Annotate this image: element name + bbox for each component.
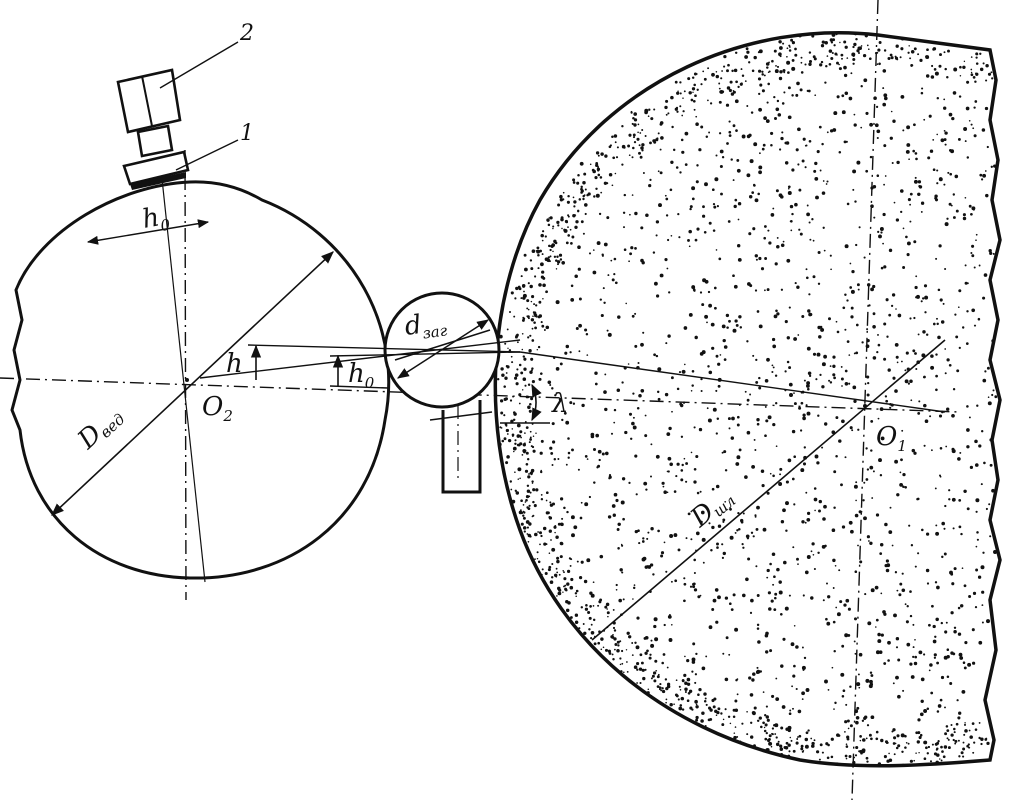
label-d-ved: Dвед bbox=[72, 400, 129, 456]
device-1-tip bbox=[122, 150, 190, 186]
diameter-lines bbox=[51, 251, 946, 641]
label-h0-top: h0 bbox=[140, 201, 172, 238]
work-rest-blade bbox=[429, 400, 493, 494]
leader-1 bbox=[175, 139, 239, 171]
device-2-body bbox=[116, 68, 182, 134]
label-part-1: 1 bbox=[240, 121, 254, 146]
label-part-2: 2 bbox=[239, 21, 254, 46]
label-h0-mid: h0 bbox=[348, 359, 375, 392]
center-points bbox=[185, 378, 867, 408]
d-ved-dimension bbox=[51, 251, 334, 516]
label-d-zag: dзаг bbox=[403, 306, 449, 344]
h0-top-dimension bbox=[86, 219, 210, 245]
measuring-device bbox=[86, 41, 239, 245]
label-o1: O1 bbox=[876, 422, 907, 455]
regulating-wheel bbox=[10, 180, 391, 580]
grinding-wheel bbox=[493, 30, 1002, 768]
regulating-wheel-outline bbox=[10, 180, 391, 580]
label-h: h bbox=[226, 349, 243, 379]
lambda-angle bbox=[531, 383, 542, 422]
label-lambda: λ bbox=[551, 389, 568, 419]
d-shl-dimension bbox=[591, 339, 946, 641]
leader-2 bbox=[159, 41, 239, 89]
label-o2: O2 bbox=[202, 392, 233, 425]
